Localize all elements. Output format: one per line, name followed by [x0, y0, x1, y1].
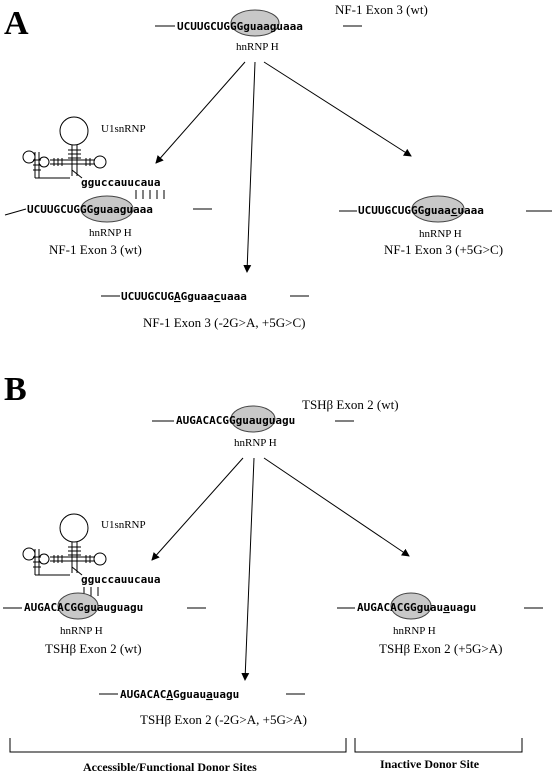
seq-text: UCUUGCUGGGguaacuaaa: [358, 204, 484, 217]
u1-sequence: gguccauucaua: [81, 176, 160, 189]
bracket-right-label: Inactive Donor Site: [380, 757, 480, 771]
construct-label: NF-1 Exon 3 (wt): [49, 242, 142, 257]
u1-sequence: gguccauucaua: [81, 573, 160, 586]
panel-a-left-construct: gguccauucaua UCUUGCUGGGguaaguaaa hnRNP H…: [4, 176, 212, 257]
seq-text: AUGACACGGguauguagu: [176, 414, 295, 427]
construct-label: TSHβ Exon 2 (-2G>A, +5G>A): [140, 712, 307, 727]
seq-text: UCUUGCUGAGguaacuaaa: [121, 290, 247, 303]
panel-b-top-construct: AUGACACGGguauguagu TSHβ Exon 2 (wt) hnRN…: [152, 397, 399, 449]
construct-label: NF-1 Exon 3 (wt): [335, 2, 428, 17]
hnrnp-h-label: hnRNP H: [234, 437, 277, 449]
hnrnp-h-label: hnRNP H: [60, 625, 103, 637]
hnrnp-h-ellipse: [80, 195, 134, 223]
panel-a-bottom-construct: UCUUGCUGAGguaacuaaa NF-1 Exon 3 (-2G>A, …: [101, 290, 309, 330]
hnrnp-h-ellipse: [411, 195, 465, 223]
panel-a-letter: A: [4, 5, 29, 42]
hnrnp-h-label: hnRNP H: [236, 41, 279, 53]
bracket-left: [9, 738, 347, 753]
arrow-to-bottom: [241, 457, 255, 681]
arrow-to-right: [263, 61, 412, 157]
panel-a-right-construct: UCUUGCUGGGguaacuaaa hnRNP H NF-1 Exon 3 …: [339, 195, 552, 257]
panel-b-letter: B: [4, 371, 27, 408]
construct-label: NF-1 Exon 3 (+5G>C): [384, 242, 503, 257]
arrow-to-left: [151, 457, 244, 561]
seq-text: UCUUGCUGGGguaaguaaa: [177, 20, 303, 33]
hnrnp-h-label: hnRNP H: [419, 228, 462, 240]
u1snrnp-label: U1snRNP: [101, 123, 146, 135]
base-pair-ticks: [135, 190, 165, 199]
arrow-to-bottom: [243, 61, 256, 273]
seq-text: AUGACACAGguauauagu: [120, 688, 239, 701]
u1snrnp-label: U1snRNP: [101, 519, 146, 531]
u1snrnp-structure-b: [22, 513, 107, 576]
hnrnp-h-ellipse: [390, 592, 432, 620]
panel-b-left-construct: gguccauucaua AUGACACGGguauguagu hnRNP H …: [3, 573, 206, 656]
panel-b-right-construct: AUGACACGGguauauagu hnRNP H TSHβ Exon 2 (…: [337, 592, 543, 656]
seq-text: AUGACACGGguauauagu: [357, 601, 476, 614]
hnrnp-h-ellipse: [230, 9, 280, 37]
panel-a-top-construct: UCUUGCUGGGguaaguaaa NF-1 Exon 3 (wt) hnR…: [155, 2, 428, 53]
panel-b-bottom-construct: AUGACACAGguauauagu TSHβ Exon 2 (-2G>A, +…: [99, 688, 307, 727]
bracket-right: [354, 738, 523, 753]
u1snrnp-structure-a: [22, 116, 107, 179]
seq-text: AUGACACGGguauguagu: [24, 601, 143, 614]
construct-label: TSHβ Exon 2 (wt): [45, 641, 142, 656]
construct-label: TSHβ Exon 2 (wt): [302, 397, 399, 412]
bracket-left-label: Accessible/Functional Donor Sites: [83, 760, 257, 774]
hnrnp-h-label: hnRNP H: [89, 227, 132, 239]
arrow-to-left: [155, 61, 246, 164]
hnrnp-h-ellipse: [57, 592, 99, 620]
seq-text: UCUUGCUGGGguaaguaaa: [27, 203, 153, 216]
arrow-to-right: [263, 457, 410, 557]
hnrnp-h-label: hnRNP H: [393, 625, 436, 637]
hnrnp-h-ellipse: [230, 405, 276, 433]
rna-line: [4, 208, 27, 216]
construct-label: NF-1 Exon 3 (-2G>A, +5G>C): [143, 315, 305, 330]
construct-label: TSHβ Exon 2 (+5G>A): [379, 641, 502, 656]
